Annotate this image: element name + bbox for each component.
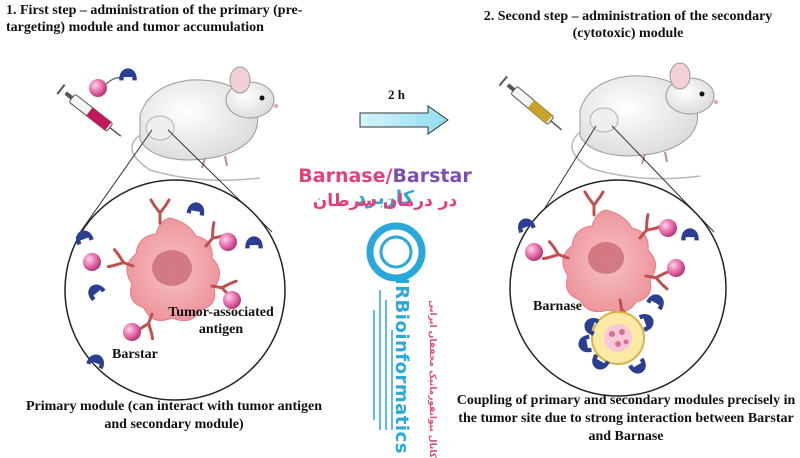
transition-time-label: 2 h — [388, 87, 405, 102]
watermark-brand: IRBioinformatics — [391, 278, 412, 454]
left-mouse — [131, 66, 278, 181]
watermark-barnase: Barnase/ — [298, 165, 393, 187]
transition-arrow — [359, 105, 449, 135]
watermark-brand-fa: کانال بیوانفورماتیک محققان ایرانی — [427, 300, 437, 458]
left-zoom-circle — [64, 179, 286, 401]
watermark-logo-icon — [366, 222, 426, 430]
step2-title: 2. Second step – administration of the s… — [483, 9, 773, 41]
tumor-antigen-label: Tumor-associated antigen — [168, 305, 274, 337]
step1-title: 1. First step – administration of the pr… — [6, 3, 303, 35]
watermark-barstar: Barstar — [392, 165, 472, 187]
barnase-label: Barnase — [533, 299, 582, 314]
left-zoom-line-1 — [75, 129, 153, 239]
left-syringe — [56, 84, 122, 137]
watermark-headline: Barnase/Barstar کاربرد — [270, 165, 500, 209]
right-syringe — [498, 75, 562, 131]
right-mouse — [571, 62, 718, 180]
watermark-subline: در درمان سرطان — [312, 191, 458, 211]
watermark-usage: کاربرد — [356, 187, 414, 209]
barstar-label: Barstar — [112, 347, 158, 362]
primary-module-caption: Primary module (can interact with tumor … — [25, 399, 323, 432]
coupling-caption: Coupling of primary and secondary module… — [456, 393, 796, 444]
right-zoom-circle — [509, 179, 727, 397]
left-module-icon — [89, 68, 137, 97]
